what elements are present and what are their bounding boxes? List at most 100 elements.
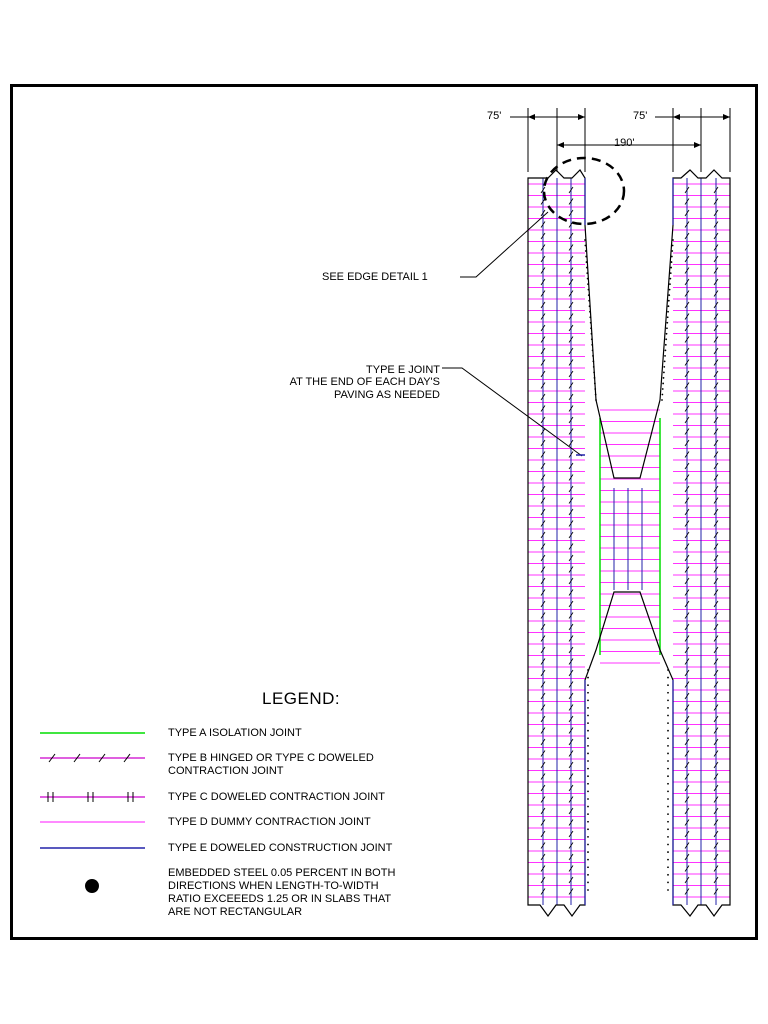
hinge-tick	[568, 497, 574, 504]
hinge-tick	[684, 186, 690, 194]
hinge-tick	[540, 566, 546, 573]
hinge-tick	[684, 842, 690, 849]
embedded-steel-dot	[667, 805, 669, 808]
hinge-tick	[540, 324, 546, 332]
hinge-tick	[540, 451, 546, 458]
hinge-tick	[540, 554, 546, 562]
callout-type-e-line2: AT THE END OF EACH DAY'S	[289, 376, 440, 388]
hinge-tick	[540, 761, 546, 769]
dim-right-arrow	[723, 114, 730, 120]
hinge-tick	[540, 255, 546, 263]
hinge-tick	[540, 738, 546, 746]
legend-type-c: TYPE C DOWELED CONTRACTION JOINT	[168, 791, 385, 803]
hinge-tick	[713, 451, 719, 458]
embedded-steel-dot	[671, 250, 674, 252]
hinge-tick	[684, 773, 690, 780]
embedded-steel-dot	[587, 782, 589, 785]
hinge-tick	[713, 255, 719, 263]
hinge-tick	[568, 508, 574, 516]
hinge-tick	[568, 255, 574, 263]
legend-type-b-tick	[73, 753, 81, 763]
hinge-tick	[684, 658, 690, 665]
hinge-tick	[684, 232, 690, 240]
embedded-steel-dot	[669, 277, 672, 280]
hinge-tick	[540, 347, 546, 355]
dim-left-width: 75'	[487, 110, 502, 122]
hinge-tick	[568, 761, 574, 769]
pavement-outlines	[527, 156, 731, 918]
hinge-tick	[540, 635, 546, 642]
hinge-tick	[684, 888, 690, 895]
legend-type-b-tick	[123, 753, 131, 763]
hinge-tick	[568, 462, 574, 470]
hinge-tick	[684, 681, 690, 688]
hinge-tick	[713, 773, 719, 780]
embedded-steel-dot	[587, 813, 589, 816]
embedded-steel-dot	[587, 714, 589, 717]
hinge-tick	[684, 198, 690, 205]
pavement-outline	[527, 169, 731, 918]
dim-right-width: 75'	[633, 110, 648, 122]
dim-right-arrow	[673, 114, 680, 120]
hinge-tick	[713, 600, 719, 608]
hinge-tick	[540, 301, 546, 309]
hinge-tick	[684, 635, 690, 642]
hinge-tick	[684, 520, 690, 527]
hinge-tick	[713, 508, 719, 516]
hinge-tick	[568, 347, 574, 355]
embedded-steel-dot	[587, 691, 589, 694]
hinge-tick	[540, 658, 546, 665]
embedded-steel-dot	[664, 343, 667, 346]
hinge-tick	[713, 267, 719, 274]
hinge-tick	[713, 416, 719, 424]
embedded-steel-dot	[667, 744, 669, 747]
hinge-tick	[568, 738, 574, 746]
hinge-tick	[568, 232, 574, 240]
hinge-tick	[684, 255, 690, 263]
hinge-tick	[684, 704, 690, 711]
hinge-tick	[568, 830, 574, 838]
hinge-tick	[540, 543, 546, 550]
hinge-tick	[540, 796, 546, 803]
hinge-tick	[568, 485, 574, 493]
hinge-tick	[540, 784, 546, 792]
hinge-tick	[684, 830, 690, 838]
hinge-tick	[540, 474, 546, 481]
hinge-tick	[713, 612, 719, 619]
embedded-steel-dot	[587, 881, 589, 884]
hinge-tick	[568, 704, 574, 711]
hinge-tick	[568, 600, 574, 608]
hinge-tick	[540, 520, 546, 527]
embedded-steel-dot	[667, 729, 669, 732]
embedded-steel-dot	[587, 752, 589, 755]
hinge-tick	[684, 761, 690, 769]
hinge-tick	[540, 278, 546, 286]
legend-embedded-steel: EMBEDDED STEEL 0.05 PERCENT IN BOTH DIRE…	[168, 867, 396, 918]
hinge-tick	[540, 439, 546, 447]
hinge-tick	[568, 784, 574, 792]
embedded-steel-dot	[666, 321, 669, 324]
embedded-steel-dot	[667, 775, 669, 778]
hinge-tick	[713, 290, 719, 297]
hinge-tick	[568, 566, 574, 573]
hinge-tick	[568, 543, 574, 550]
hinge-tick	[540, 497, 546, 504]
hinge-tick	[684, 876, 690, 884]
hinge-tick	[540, 888, 546, 895]
embedded-steel-dot	[667, 782, 669, 785]
dimension-lines	[510, 108, 731, 172]
hinge-tick	[540, 462, 546, 470]
embedded-steel-dot	[667, 828, 669, 831]
hinge-tick	[568, 301, 574, 309]
hinge-tick	[713, 623, 719, 631]
hinge-tick	[568, 290, 574, 297]
embedded-steel-dot	[667, 866, 669, 869]
embedded-steel-dot	[667, 737, 669, 740]
hinge-tick	[540, 577, 546, 585]
legend-embedded-steel-dot	[85, 879, 99, 893]
hinge-tick	[713, 842, 719, 849]
hinge-tick	[713, 715, 719, 723]
embedded-steel-dot	[667, 851, 669, 853]
embedded-steel-dot	[587, 737, 589, 740]
embedded-steel-dot	[662, 382, 665, 385]
